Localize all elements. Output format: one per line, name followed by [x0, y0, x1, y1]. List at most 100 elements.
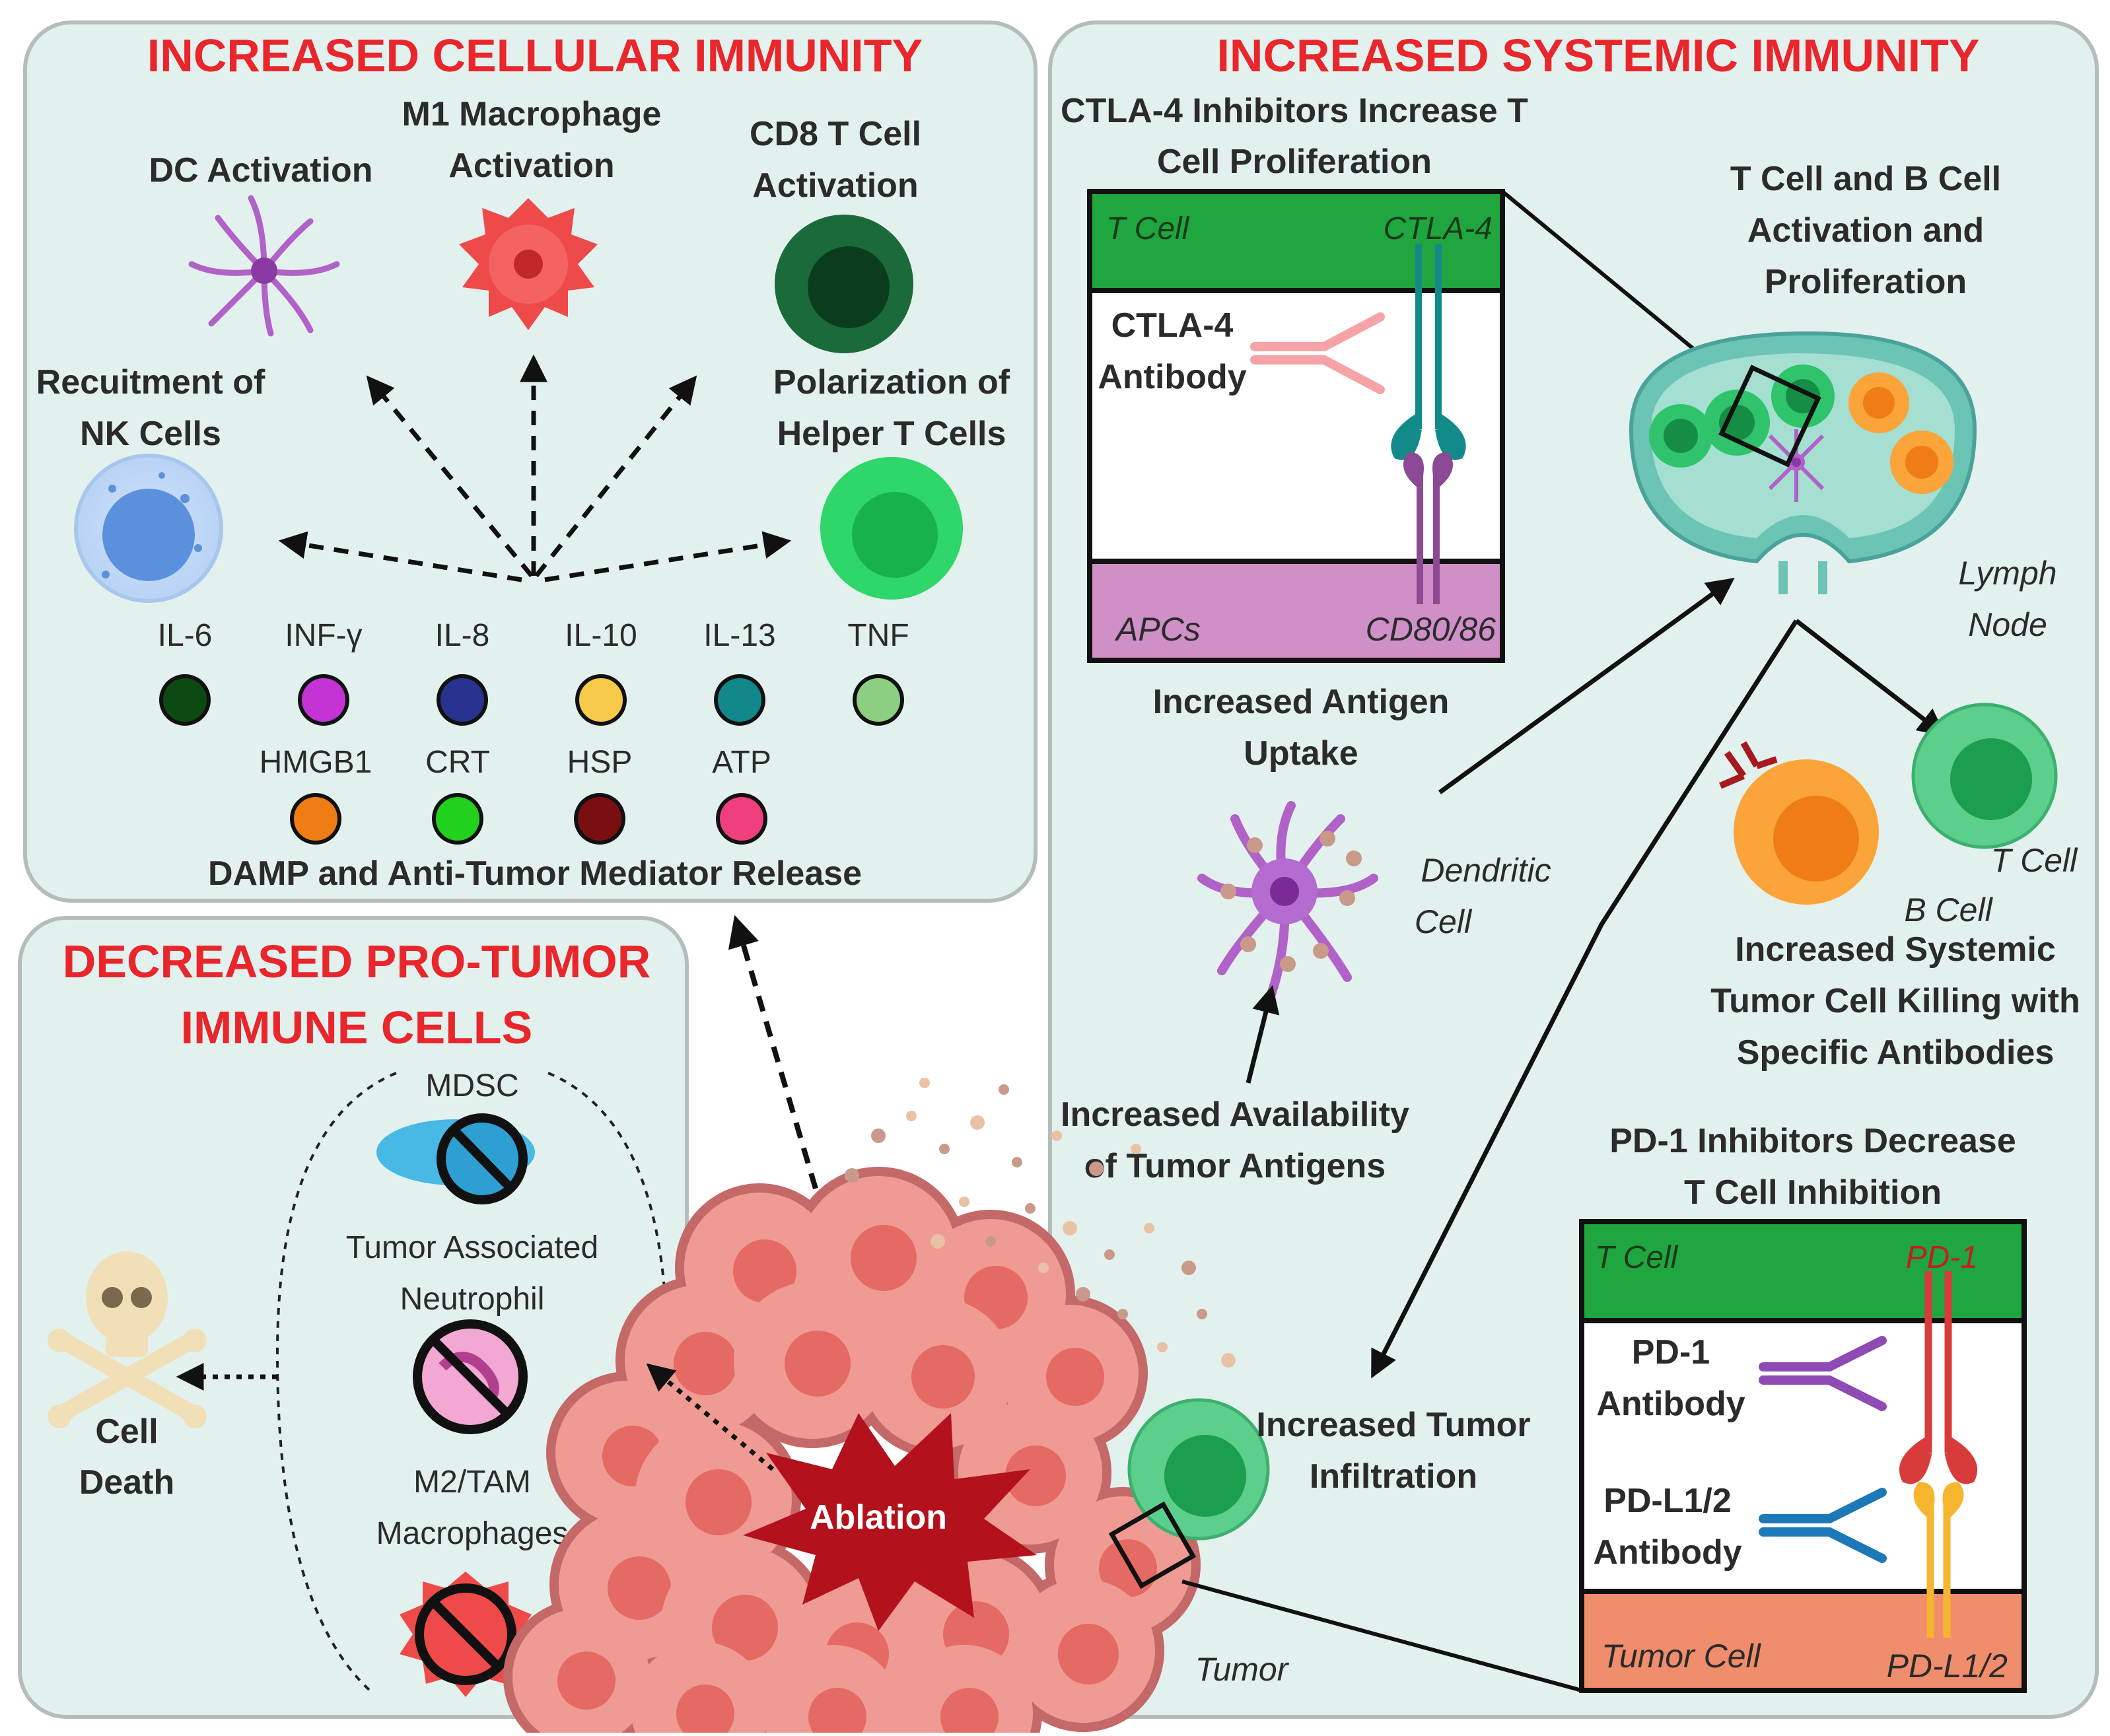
- pd1-ab-line1: PD-1: [1632, 1333, 1710, 1371]
- cd8-label-line1: CD8 T Cell: [750, 115, 921, 153]
- pd1-title-line2: T Cell Inhibition: [1684, 1173, 1942, 1212]
- pd1-tumor-label: Tumor Cell: [1601, 1638, 1762, 1675]
- antigen-particle: [1076, 1287, 1090, 1302]
- skull-crossbones-icon: [48, 1251, 207, 1428]
- infiltration-line2: Infiltration: [1310, 1457, 1477, 1496]
- antigen-uptake-line1: Increased Antigen: [1153, 683, 1450, 721]
- lymph-to-tumor-arrow: [1371, 619, 1798, 1379]
- killing-line2: Tumor Cell Killing with: [1710, 982, 2080, 1020]
- cell-death-line2: Death: [79, 1463, 174, 1502]
- mdsc-label: MDSC: [425, 1068, 518, 1103]
- nk-label-line1: Recuitment of: [36, 363, 265, 401]
- antigen-particle: [1012, 1157, 1022, 1167]
- pd1-antibody-icon: [1759, 1336, 1887, 1411]
- antigen-particle: [970, 1115, 985, 1130]
- tumor-cell-nucleus: [686, 1469, 752, 1535]
- m1-label-line2: Activation: [448, 147, 614, 185]
- cytokine-dot: [714, 674, 765, 726]
- damp-dot: [432, 793, 483, 845]
- lymph-node-line2: Node: [1968, 606, 2047, 643]
- lymph-title-line2: Activation and: [1747, 211, 1984, 250]
- antigen-particle: [1144, 1223, 1154, 1233]
- pd1-pdl-label: PD-L1/2: [1887, 1648, 2008, 1684]
- antigen-particle: [999, 1084, 1009, 1095]
- pd1-title-line1: PD-1 Inhibitors Decrease: [1609, 1122, 2016, 1160]
- ctla-title-line1: CTLA-4 Inhibitors Increase T: [1061, 92, 1528, 130]
- damp-label: HMGB1: [260, 745, 372, 780]
- helper-label-line2: Helper T Cells: [777, 415, 1006, 453]
- antigen-particle: [1117, 1309, 1128, 1319]
- antigen-particle: [939, 1144, 950, 1154]
- antigen-particle: [1104, 1249, 1115, 1260]
- tumor-cell-nucleus: [557, 1651, 615, 1710]
- pdl-ab-line2: Antibody: [1593, 1533, 1741, 1572]
- tumor-cell-nucleus: [674, 1332, 737, 1395]
- dendritic-line1: Dendritic: [1421, 852, 1551, 889]
- tumor-cell-nucleus: [733, 1239, 796, 1303]
- dendritic-cell-systemic-icon: [1197, 801, 1378, 1008]
- ctla-title-line2: Cell Proliferation: [1157, 143, 1432, 181]
- cytokine-label: IL-13: [703, 618, 775, 653]
- tumor-cell-nucleus: [851, 1225, 917, 1291]
- nk-cell-icon: [74, 454, 223, 603]
- ctla-cd80-label: CD80/86: [1366, 611, 1496, 648]
- damp-dot: [290, 793, 341, 845]
- availability-line2: of Tumor Antigens: [1084, 1147, 1386, 1185]
- ablation-to-protumor-arrow: [646, 1363, 775, 1471]
- pdl-antibody-icon: [1759, 1488, 1887, 1563]
- antigen-particle: [1157, 1342, 1168, 1352]
- bcell-label: B Cell: [1904, 891, 1993, 928]
- ctla-ctla4-label: CTLA-4: [1384, 211, 1493, 246]
- tumor-cell-nucleus: [1046, 1348, 1104, 1406]
- ctla-antibody-line2: Antibody: [1098, 358, 1246, 396]
- cytokine-label: IL-8: [435, 618, 490, 653]
- cellular-arrows: [278, 354, 792, 582]
- antigen-particle: [1221, 1353, 1236, 1368]
- damp-dot: [574, 793, 625, 845]
- antigen-particle: [1089, 1162, 1104, 1176]
- tumor-cell-nucleus: [712, 1595, 778, 1661]
- antigen-particle: [985, 1236, 996, 1247]
- helper-label-line1: Polarization of: [773, 363, 1010, 401]
- antigen-particle: [1025, 1203, 1036, 1214]
- pdl-ab-line1: PD-L1/2: [1603, 1482, 1732, 1520]
- cd80-ligand-icon: [1403, 452, 1453, 604]
- antigen-particle: [871, 1128, 886, 1143]
- cytokine-dot: [159, 674, 211, 726]
- m2-label-line2: Macrophages: [376, 1516, 569, 1551]
- ablation-to-cellular-arrow: [728, 915, 818, 1190]
- pd1-ab-line2: Antibody: [1596, 1385, 1745, 1423]
- damp-label: ATP: [712, 745, 771, 780]
- cellular-title: INCREASED CELLULAR IMMUNITY: [147, 30, 923, 81]
- m2-macrophage-icon: [400, 1572, 532, 1697]
- availability-line1: Increased Availability: [1061, 1095, 1409, 1134]
- pd1-pd1-label: PD-1: [1906, 1240, 1978, 1275]
- ctla-tcell-label: T Cell: [1106, 211, 1190, 246]
- pd1-tcell-label: T Cell: [1595, 1240, 1679, 1275]
- lymph-node-icon: [1629, 331, 1977, 594]
- cytokine-dot: [298, 674, 349, 726]
- ablation-label: Ablation: [810, 1498, 947, 1537]
- ctla4-receptor-icon: [1391, 244, 1466, 460]
- antigen-particle: [1197, 1309, 1207, 1319]
- antigen-particle: [1181, 1261, 1196, 1275]
- infiltration-line1: Increased Tumor: [1256, 1406, 1530, 1444]
- antigen-particle: [931, 1234, 945, 1249]
- tumor-cell-nucleus: [808, 1688, 866, 1736]
- tan-label-line2: Neutrophil: [400, 1282, 545, 1317]
- antigen-particle: [1038, 1263, 1049, 1273]
- pdl-ligand-icon: [1913, 1482, 1964, 1638]
- antigen-particle: [959, 1197, 969, 1207]
- damp-dot: [716, 793, 767, 845]
- ctla-apcs-label: APCs: [1114, 611, 1201, 648]
- tumor-zoom-box: [1108, 1501, 1197, 1589]
- dc-to-lymph-arrow: [1438, 578, 1735, 794]
- tumor-t-cell-icon: [1127, 1398, 1270, 1541]
- pro-tumor-title-line1: DECREASED PRO-TUMOR: [63, 936, 651, 987]
- antigen-particle: [919, 1078, 930, 1088]
- killing-line3: Specific Antibodies: [1737, 1033, 2055, 1072]
- tumor-cell-nucleus: [785, 1331, 851, 1397]
